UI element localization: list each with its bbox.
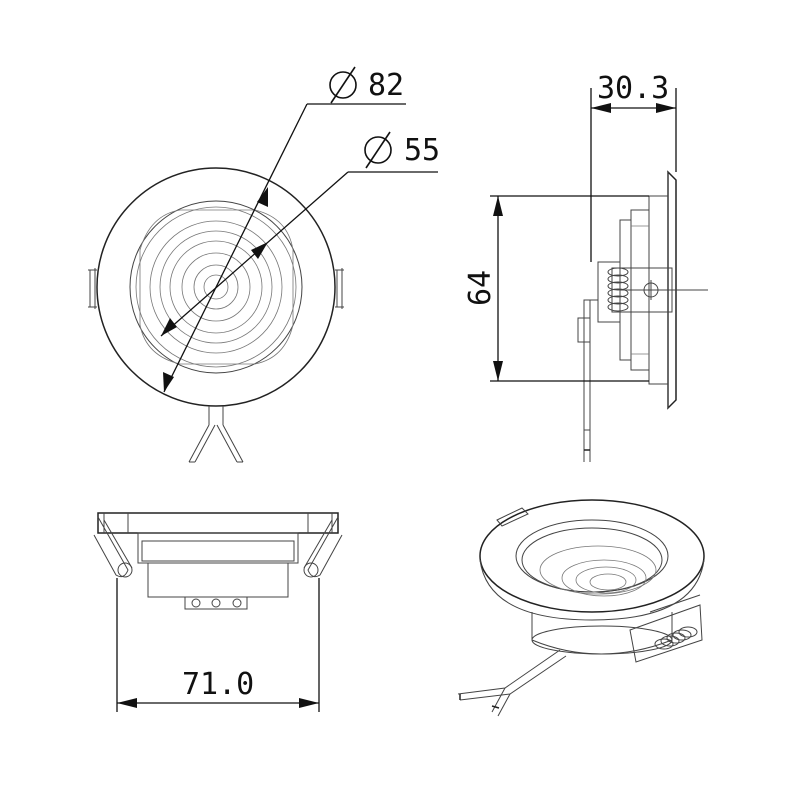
diameter-55-label: 55 bbox=[404, 133, 440, 168]
front-flange bbox=[97, 512, 339, 534]
diameter-82-dimension: 82 bbox=[163, 66, 406, 393]
height-label: 64 bbox=[463, 270, 498, 306]
iso-cable bbox=[457, 649, 567, 717]
isometric-view bbox=[457, 499, 705, 717]
diameter-55-dimension: 55 bbox=[160, 131, 440, 337]
depth-dimension: 30.3 bbox=[590, 71, 677, 262]
height-dimension: 64 bbox=[463, 195, 649, 382]
outer-rim bbox=[96, 167, 336, 407]
front-left-clip bbox=[93, 516, 133, 578]
iso-spring-clip bbox=[629, 594, 703, 663]
width-label: 71.0 bbox=[182, 667, 254, 702]
torsion-spring bbox=[607, 267, 629, 312]
front-view: 71.0 bbox=[93, 512, 343, 712]
left-spring-clip bbox=[88, 268, 97, 309]
side-view: 30.3 64 bbox=[463, 71, 708, 462]
cable bbox=[188, 406, 244, 463]
iso-flange bbox=[479, 499, 705, 613]
inner-bezel bbox=[129, 200, 303, 374]
top-view: 82 55 bbox=[88, 66, 440, 463]
front-right-clip bbox=[303, 516, 343, 578]
depth-label: 30.3 bbox=[597, 71, 669, 106]
diameter-82-label: 82 bbox=[368, 68, 404, 103]
width-dimension: 71.0 bbox=[116, 578, 320, 712]
right-spring-clip bbox=[335, 268, 344, 309]
